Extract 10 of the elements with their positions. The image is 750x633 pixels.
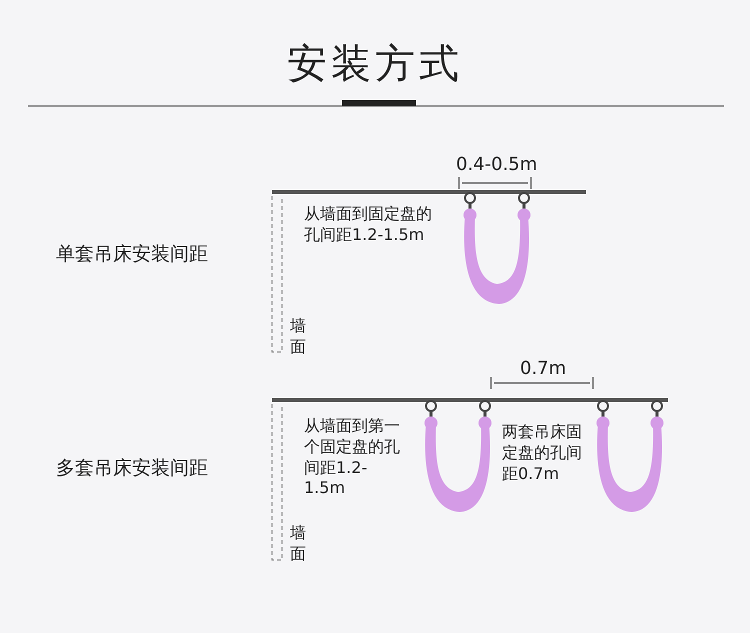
dimension-label: 0.4-0.5m — [456, 153, 538, 176]
row-label: 单套吊床安装间距 — [56, 242, 209, 267]
row-label: 多套吊床安装间距 — [56, 456, 209, 481]
dimension-label: 0.7m — [520, 357, 568, 380]
note-text: 两套吊床固定盘的孔间距0.7m — [502, 422, 583, 484]
wall-label: 墙面 — [290, 316, 307, 358]
wall-label: 墙面 — [290, 523, 307, 565]
note-text: 从墙面到第一个固定盘的孔间距1.2-1.5m — [304, 416, 401, 500]
note-text: 从墙面到固定盘的孔间距1.2-1.5m — [304, 204, 433, 246]
title: 安装方式 — [286, 40, 464, 89]
